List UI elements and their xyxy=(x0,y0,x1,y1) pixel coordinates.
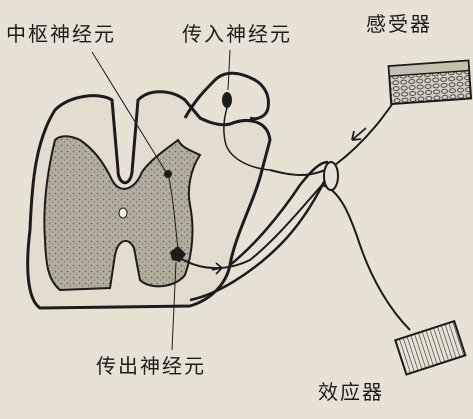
central-canal xyxy=(119,208,127,218)
nerve-junction xyxy=(324,162,338,190)
effector-icon xyxy=(395,321,465,374)
receptor-icon xyxy=(389,61,471,104)
effector-label: 效应器 xyxy=(318,380,384,404)
receptor-label: 感受器 xyxy=(366,12,432,36)
afferent-neuron-body xyxy=(222,92,232,108)
afferent-neuron-label: 传入神经元 xyxy=(182,22,292,46)
efferent-neuron-label: 传出神经元 xyxy=(96,354,206,378)
afferent-neuron-pointer xyxy=(228,50,230,90)
central-neuron-label: 中枢神经元 xyxy=(6,22,116,46)
